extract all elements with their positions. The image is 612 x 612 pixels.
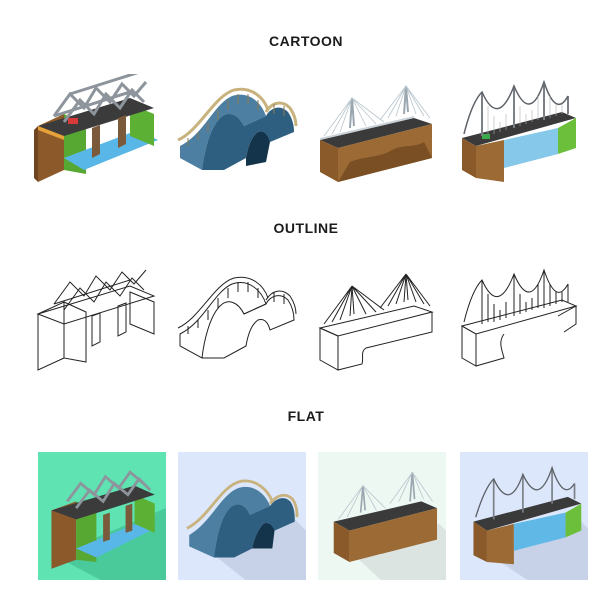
flat-truss-bridge	[38, 452, 166, 580]
cartoon-truss-bridge	[34, 74, 162, 202]
cartoon-cable-stayed-bridge	[310, 74, 438, 202]
flat-arch-bridge	[178, 452, 306, 580]
truss-bridge-icon	[34, 74, 158, 182]
cartoon-suspension-bridge	[452, 74, 580, 202]
outline-cable-stayed-bridge	[310, 262, 438, 390]
cable-stayed-bridge-icon	[318, 273, 434, 371]
cable-stayed-bridge-icon	[320, 85, 432, 182]
flat-cable-stayed-bridge	[318, 452, 446, 580]
outline-arch-bridge	[174, 262, 302, 390]
cable-stayed-bridge-icon	[318, 452, 446, 580]
arch-bridge-icon	[177, 87, 298, 170]
suspension-bridge-icon	[460, 452, 588, 580]
suspension-bridge-icon	[462, 79, 576, 182]
section-label-flat: FLAT	[287, 408, 325, 424]
truss-bridge-icon	[38, 452, 166, 580]
arch-bridge-icon	[178, 452, 306, 580]
outline-suspension-bridge	[452, 262, 580, 390]
cartoon-arch-bridge	[174, 74, 302, 202]
outline-truss-bridge	[34, 262, 162, 390]
section-label-outline: OUTLINE	[273, 220, 339, 236]
section-label-cartoon: CARTOON	[268, 33, 344, 49]
arch-bridge-icon	[177, 276, 297, 359]
suspension-bridge-icon	[460, 268, 578, 367]
flat-suspension-bridge	[460, 452, 588, 580]
truss-bridge-icon	[36, 269, 156, 371]
